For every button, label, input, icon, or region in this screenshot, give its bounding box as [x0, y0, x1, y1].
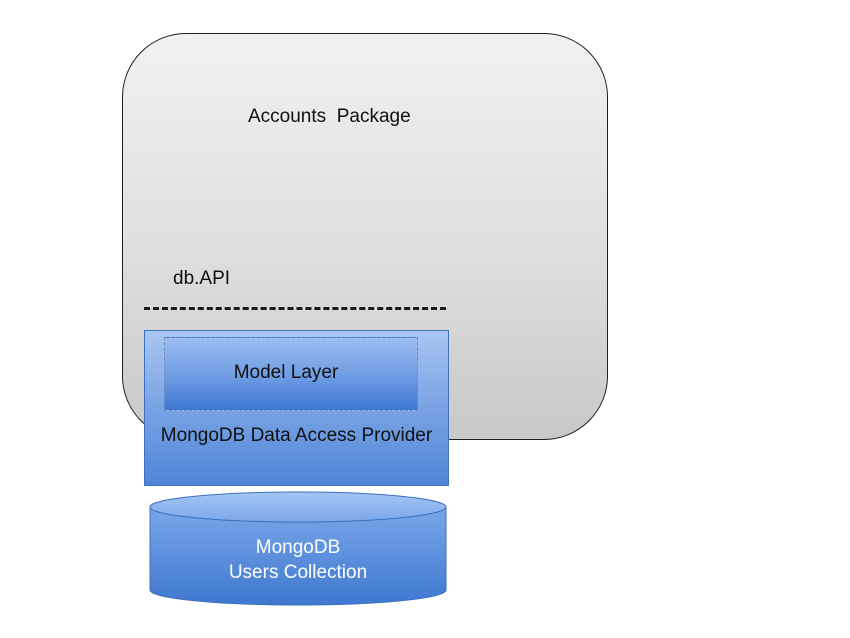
database-collection-label: Users Collection: [228, 562, 368, 583]
model-layer-box: [164, 337, 418, 411]
db-api-label: db.API: [173, 268, 231, 289]
model-layer-label: Model Layer: [233, 362, 339, 383]
mongodb-data-access-provider-label: MongoDB Data Access Provider: [160, 425, 433, 446]
database-title: MongoDB: [255, 537, 341, 558]
accounts-package-title: Accounts Package: [248, 106, 411, 127]
db-api-boundary-line: [144, 307, 446, 310]
